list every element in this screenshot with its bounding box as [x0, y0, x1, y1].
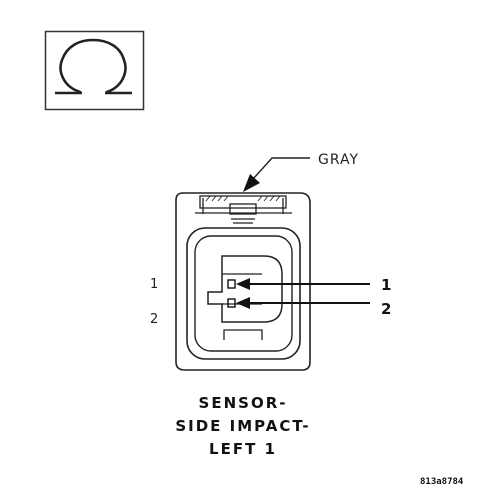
connector-latch	[199, 195, 287, 209]
omega-symbol-box	[44, 30, 145, 111]
color-label: GRAY	[318, 152, 359, 168]
figure-id: 813a8784	[420, 477, 464, 487]
connector-inner-housing	[194, 235, 293, 352]
color-leader-line	[252, 157, 310, 180]
pin-cavity-1	[227, 279, 236, 289]
latch-tab	[229, 203, 257, 215]
title-line-3: LEFT 1	[209, 440, 277, 458]
cavity-label-1: 1	[150, 277, 158, 292]
symbol-frame	[44, 30, 145, 111]
pin-1-arrowhead	[236, 278, 250, 290]
title-line-1: SENSOR-	[199, 394, 288, 412]
connector-title: SENSOR- SIDE IMPACT- LEFT 1	[175, 394, 310, 458]
pin-callout-1: 1	[381, 276, 391, 294]
pin-callout-2: 2	[381, 300, 391, 318]
latch-hatching	[205, 195, 281, 202]
color-callout: GRAY	[243, 152, 359, 192]
connector-mid-shell	[186, 227, 301, 360]
omega-icon	[55, 38, 132, 95]
pin-callout-arrows	[236, 278, 370, 309]
pin-cavity-2	[227, 298, 236, 308]
connector-bottom-key	[223, 329, 263, 340]
title-line-2: SIDE IMPACT-	[175, 417, 310, 435]
color-leader-arrowhead	[243, 174, 260, 192]
connector-outer-shell	[175, 192, 311, 371]
connector-body	[175, 192, 311, 371]
pin-2-arrowhead	[236, 297, 250, 309]
terminal-insert	[207, 255, 283, 323]
cavity-label-2: 2	[150, 312, 158, 327]
